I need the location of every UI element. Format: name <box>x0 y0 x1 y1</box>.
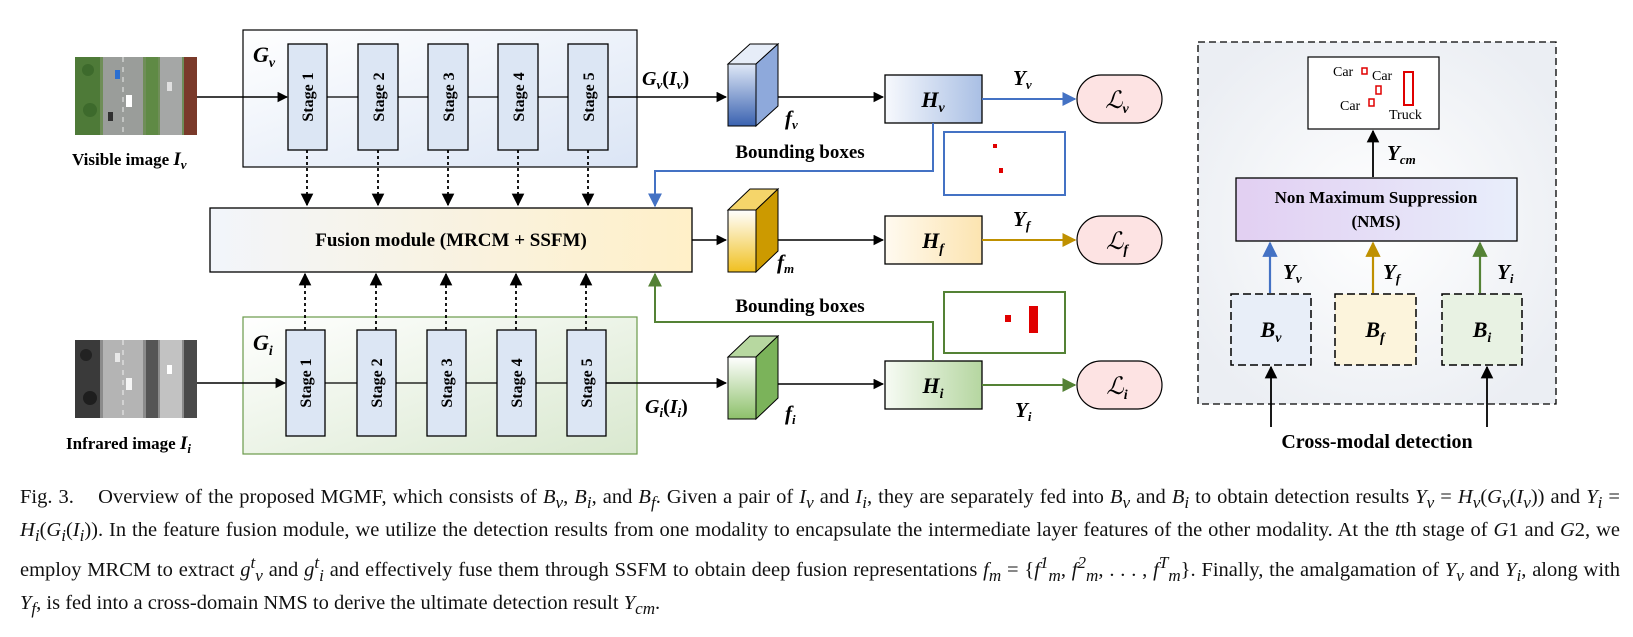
visible-stage-2: Stage 2 <box>357 43 399 151</box>
svg-text:ℒi: ℒi <box>1106 374 1127 403</box>
architecture-diagram: Visible image Iv Infrared image Ii Gv Gi… <box>66 29 1557 456</box>
infrared-stage-1: Stage 1 <box>285 329 326 437</box>
visible-bbox-feedback-arrow <box>648 123 934 208</box>
caption-fig-label: Fig. 3. <box>20 486 74 508</box>
feature-cube-infrared <box>726 334 780 421</box>
nms-yi-label: Yi <box>1497 260 1514 286</box>
visible-stage-1: Stage 1 <box>287 43 328 151</box>
infrared-bbox-preview <box>943 291 1066 354</box>
detection-label-car-3: Car <box>1340 99 1361 114</box>
svg-text:Bi: Bi <box>1472 317 1492 346</box>
visible-bbox-preview <box>943 131 1066 196</box>
svg-text:Bf: Bf <box>1364 317 1386 346</box>
svg-text:Stage 4: Stage 4 <box>509 358 526 407</box>
caption-text: Overview of the proposed MGMF, which con… <box>20 486 1621 618</box>
svg-text:Stage 4: Stage 4 <box>511 72 528 121</box>
yv-label: Yv <box>1013 66 1032 92</box>
infrared-stage-4: Stage 4 <box>496 329 537 437</box>
svg-text:Stage 5: Stage 5 <box>579 358 596 407</box>
svg-text:ℒv: ℒv <box>1105 88 1129 117</box>
branch-visible: Bv <box>1230 293 1312 366</box>
yi-label: Yi <box>1015 398 1032 424</box>
infrared-image <box>75 340 197 418</box>
feature-i-label: fi <box>785 401 796 427</box>
svg-text:ℒf: ℒf <box>1106 229 1129 258</box>
gv-output-label: Gv(Iv) <box>642 68 689 92</box>
infrared-backbone-label: Gi <box>253 330 273 359</box>
detection-label-car-1: Car <box>1333 65 1354 80</box>
visible-image-label: Visible image Iv <box>72 149 187 172</box>
svg-text:Stage 1: Stage 1 <box>298 358 315 407</box>
infrared-stage-5: Stage 5 <box>566 329 607 437</box>
feature-v-label: fv <box>785 106 798 132</box>
infrared-stage-3: Stage 3 <box>426 329 467 437</box>
branch-infrared: Bi <box>1441 293 1523 366</box>
infrared-stage-2: Stage 2 <box>356 329 397 437</box>
nms-box: Non Maximum Suppression (NMS) <box>1235 177 1518 242</box>
detection-result-image: Car Car Car Truck <box>1307 56 1440 130</box>
nms-yf-label: Yf <box>1383 260 1402 286</box>
detection-label-truck: Truck <box>1389 108 1422 123</box>
svg-text:Stage 2: Stage 2 <box>371 72 388 121</box>
visible-stage-3: Stage 3 <box>427 43 469 151</box>
svg-text:Stage 2: Stage 2 <box>369 358 386 407</box>
ycm-label: Ycm <box>1387 141 1416 167</box>
loss-visible: ℒv <box>1076 74 1163 124</box>
svg-text:Bv: Bv <box>1260 317 1283 346</box>
branch-fusion: Bf <box>1334 293 1417 366</box>
feature-m-label: fm <box>777 250 794 276</box>
svg-text:Hf: Hf <box>921 228 945 257</box>
visible-stage-4: Stage 4 <box>497 43 539 151</box>
infrared-image-label: Infrared image Ii <box>66 433 191 456</box>
loss-fusion: ℒf <box>1076 215 1163 265</box>
bounding-boxes-bottom-label: Bounding boxes <box>735 296 864 317</box>
feature-cube-visible <box>726 42 780 128</box>
svg-text:Stage 1: Stage 1 <box>300 72 317 121</box>
nms-yv-label: Yv <box>1283 260 1302 286</box>
fusion-module-label: Fusion module (MRCM + SSFM) <box>315 230 587 251</box>
svg-text:Stage 3: Stage 3 <box>439 358 456 407</box>
bounding-boxes-top-label: Bounding boxes <box>735 142 864 163</box>
head-visible: Hv <box>884 74 983 124</box>
cross-modal-detection-label: Cross-modal detection <box>1281 431 1472 453</box>
svg-text:Non Maximum Suppression: Non Maximum Suppression <box>1275 188 1478 207</box>
loss-infrared: ℒi <box>1076 360 1163 410</box>
svg-text:Stage 3: Stage 3 <box>441 72 458 121</box>
visible-image <box>75 57 197 135</box>
fusion-module <box>209 207 693 273</box>
visible-backbone-label: Gv <box>253 42 276 71</box>
feature-cube-fusion <box>726 187 780 274</box>
svg-text:Hi: Hi <box>921 373 943 402</box>
visible-stage-5: Stage 5 <box>567 43 609 151</box>
infrared-bbox-feedback-arrow <box>648 272 934 361</box>
svg-text:Stage 5: Stage 5 <box>581 72 598 121</box>
svg-text:(NMS): (NMS) <box>1351 212 1400 231</box>
head-infrared: Hi <box>884 360 983 410</box>
head-fusion: Hf <box>884 215 983 265</box>
yf-label: Yf <box>1013 207 1032 233</box>
gi-output-label: Gi(Ii) <box>645 396 688 420</box>
detection-label-car-2: Car <box>1372 69 1393 84</box>
figure-caption: Fig. 3. Overview of the proposed MGMF, w… <box>20 484 1620 622</box>
svg-text:Hv: Hv <box>920 87 945 116</box>
